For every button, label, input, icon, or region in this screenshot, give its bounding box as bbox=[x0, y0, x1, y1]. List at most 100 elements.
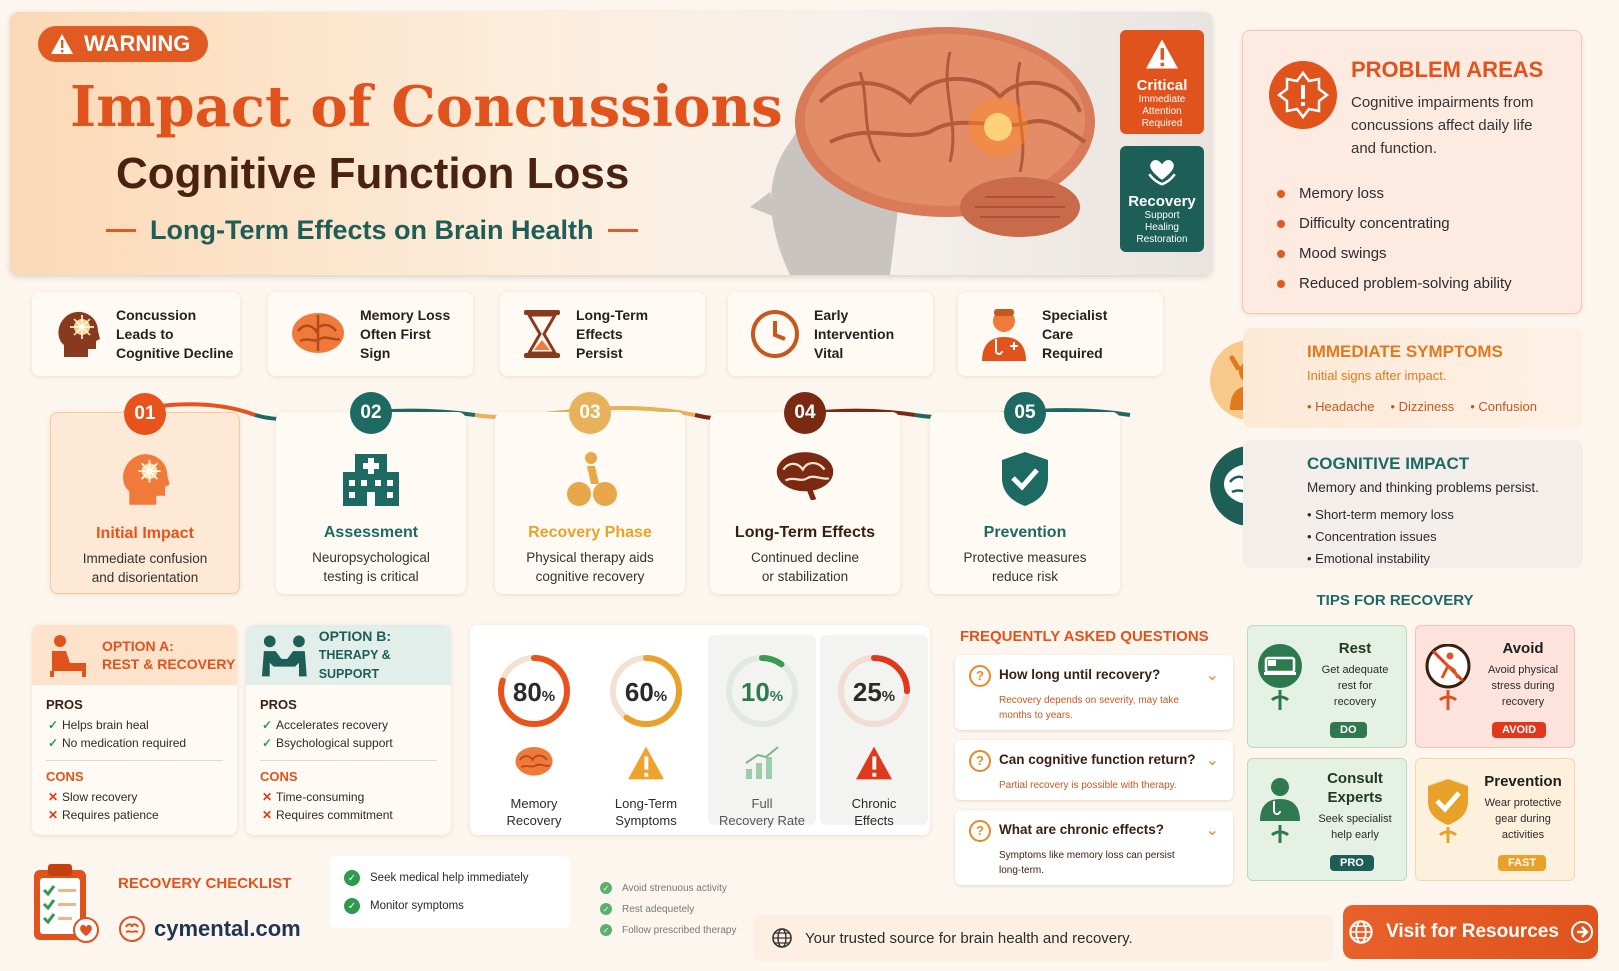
problem-areas-panel: PROBLEM AREAS Cognitive impairments from… bbox=[1242, 30, 1582, 314]
step-line: or stabilization bbox=[761, 569, 849, 584]
pill-line: Leads to bbox=[116, 325, 174, 342]
question-icon: ? bbox=[969, 665, 991, 687]
list-item: ✓Accelerates recovery bbox=[262, 718, 389, 732]
faq-item[interactable]: ? How long until recovery? ⌄ Recovery de… bbox=[955, 655, 1233, 730]
chevron-down-icon[interactable]: ⌄ bbox=[1205, 822, 1219, 839]
step-title: Long-Term Effects bbox=[734, 524, 876, 541]
list-item: Emotional instability bbox=[1307, 548, 1454, 570]
step-number: 04 bbox=[784, 392, 826, 434]
tagline-text: Long-Term Effects on Brain Health bbox=[150, 215, 594, 245]
cognitive-impact-title: COGNITIVE IMPACT bbox=[1307, 454, 1470, 473]
tip-line: Get adequate bbox=[1321, 664, 1389, 676]
list-item: Mood swings bbox=[1277, 239, 1512, 269]
head-impact-icon bbox=[123, 454, 170, 505]
pill-line: Often First bbox=[360, 325, 431, 342]
stat-label-line: Recovery Rate bbox=[719, 813, 805, 828]
shield-check-icon bbox=[1428, 779, 1468, 843]
step-number: 03 bbox=[569, 392, 611, 434]
globe-icon bbox=[772, 928, 792, 948]
tip-title: Consult Experts bbox=[1327, 770, 1383, 806]
pill-line: Memory Loss bbox=[360, 306, 451, 323]
list-item-label: No medication required bbox=[62, 736, 187, 750]
option-a-title: OPTION A:REST & RECOVERY bbox=[102, 637, 235, 673]
checklist-item[interactable]: ✓Seek medical help immediately bbox=[344, 870, 529, 886]
list-item-label: Memory loss bbox=[1299, 185, 1385, 202]
hourglass-icon bbox=[524, 310, 560, 358]
critical-title: Critical bbox=[1136, 77, 1188, 94]
checklist-item[interactable]: ✓Monitor symptoms bbox=[344, 898, 464, 914]
critical-line: Attention bbox=[1142, 106, 1182, 117]
pros-list: ✓Helps brain heal ✓No medication require… bbox=[32, 716, 237, 752]
step-line: Continued decline bbox=[750, 550, 860, 565]
step-title: Assessment bbox=[323, 524, 419, 541]
tip-line: help early bbox=[1331, 829, 1379, 841]
checklist-item[interactable]: ✓Avoid strenuous activity bbox=[600, 882, 727, 894]
list-item: Reduced problem-solving ability bbox=[1277, 269, 1512, 299]
faq-item[interactable]: ? Can cognitive function return? ⌄ Parti… bbox=[955, 740, 1233, 800]
visit-resources-button[interactable]: Visit for Resources bbox=[1343, 905, 1598, 959]
cons-label: CONS bbox=[260, 769, 298, 784]
tip-title: Prevention bbox=[1484, 773, 1562, 790]
brand-logo[interactable]: cymental.com bbox=[118, 915, 301, 943]
cons-label: CONS bbox=[46, 769, 84, 784]
question-icon: ? bbox=[969, 750, 991, 772]
list-item-label: Slow recovery bbox=[62, 790, 138, 804]
hero-banner: WARNING Impact of Concussions Cognitive … bbox=[10, 12, 1212, 275]
list-item-label: Mood swings bbox=[1299, 245, 1387, 262]
pros-list: ✓Accelerates recovery ✓Bsychological sup… bbox=[246, 716, 451, 752]
immediate-symptoms-subtitle: Initial signs after impact. bbox=[1307, 368, 1447, 383]
stat-label-line: Long-Term bbox=[614, 796, 678, 811]
critical-badge: Critical Immediate Attention Required bbox=[1120, 30, 1204, 134]
list-item: Difficulty concentrating bbox=[1277, 209, 1512, 239]
symptom-list: • Headache • Dizziness • Confusion bbox=[1307, 399, 1537, 414]
faq-question: How long until recovery? bbox=[999, 667, 1161, 682]
alert-triangle-icon bbox=[1146, 39, 1178, 69]
option-b-title: OPTION B:THERAPY & SUPPORT bbox=[319, 627, 451, 683]
list-item: Memory loss bbox=[1277, 179, 1512, 209]
pros-label: PROS bbox=[260, 697, 297, 712]
brain-logo-icon bbox=[119, 916, 145, 942]
therapy-people-icon bbox=[261, 635, 307, 677]
list-item-label: Bsychological support bbox=[276, 736, 393, 750]
brain-illustration bbox=[750, 27, 1095, 275]
step-number: 01 bbox=[124, 393, 166, 435]
cognitive-impact-panel: COGNITIVE IMPACT Memory and thinking pro… bbox=[1243, 440, 1583, 568]
faq-item[interactable]: ? What are chronic effects? ⌄ Symptoms l… bbox=[955, 810, 1233, 885]
tip-line: rest for bbox=[1337, 680, 1373, 692]
chevron-down-icon[interactable]: ⌄ bbox=[1205, 752, 1219, 769]
list-item: ✕Time-consuming bbox=[262, 790, 365, 804]
cognitive-impact-list: Short-term memory loss Concentration iss… bbox=[1307, 504, 1454, 570]
cons-list: ✕Time-consuming ✕Requires commitment bbox=[246, 788, 451, 824]
problem-areas-list: Memory loss Difficulty concentrating Moo… bbox=[1277, 179, 1512, 299]
pill-line: Long-Term bbox=[576, 306, 649, 323]
tip-badge: AVOID bbox=[1492, 722, 1547, 738]
stat-label-line: Full bbox=[751, 796, 773, 811]
step-line: testing is critical bbox=[323, 569, 419, 584]
list-item: ✕Requires commitment bbox=[262, 808, 393, 822]
list-item: ✕Requires patience bbox=[48, 808, 159, 822]
progress-ring bbox=[726, 655, 798, 727]
list-item-label: Headache bbox=[1315, 399, 1375, 414]
pill-line: Concussion bbox=[116, 306, 197, 323]
tip-line: recovery bbox=[1333, 696, 1377, 708]
pill-line: Care bbox=[1042, 325, 1074, 342]
checklist-item[interactable]: ✓Rest adequetely bbox=[600, 903, 694, 915]
checklist-item-label: Seek medical help immediately bbox=[370, 872, 529, 884]
checklist-item[interactable]: ✓Follow prescribed therapy bbox=[600, 924, 737, 936]
check-icon: ✓ bbox=[600, 924, 612, 936]
chevron-down-icon[interactable]: ⌄ bbox=[1205, 667, 1219, 684]
list-item: • Headache bbox=[1307, 399, 1375, 414]
pill-line: Intervention bbox=[814, 325, 895, 342]
alert-triangle-icon bbox=[856, 746, 892, 780]
